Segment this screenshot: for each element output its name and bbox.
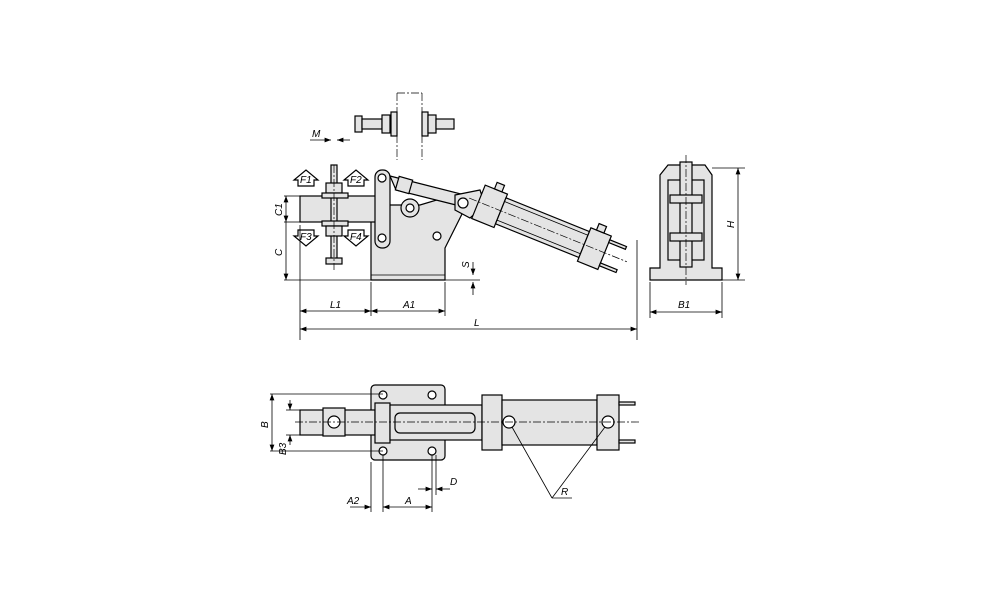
clamp-arm — [299, 195, 381, 223]
spindle-detail — [354, 92, 455, 160]
top-view: B B3 A2 A D R — [260, 384, 640, 512]
label-f2: F2 — [350, 175, 362, 186]
label-l: L — [474, 318, 480, 329]
label-l1: L1 — [330, 300, 341, 311]
label-b3: B3 — [278, 442, 289, 455]
label-b: B — [260, 421, 271, 428]
label-m: M — [312, 129, 321, 140]
label-a: A — [404, 496, 412, 507]
label-c1: C1 — [274, 203, 285, 216]
label-a2: A2 — [346, 496, 360, 507]
label-b1: B1 — [678, 300, 690, 311]
side-view: F1 F2 F3 F4 C1 C M S L1 A1 L — [274, 92, 638, 340]
label-f3: F3 — [300, 232, 312, 243]
end-view: H B1 — [649, 155, 745, 318]
label-d: D — [450, 477, 457, 488]
label-c: C — [274, 248, 285, 256]
label-a1: A1 — [402, 300, 415, 311]
force-arrows: F1 F2 F3 F4 — [292, 169, 370, 247]
label-h: H — [726, 220, 737, 228]
label-s: S — [461, 261, 472, 268]
label-f1: F1 — [300, 175, 312, 186]
link-lever — [374, 169, 391, 249]
label-r: R — [561, 487, 568, 498]
pneumatic-cylinder — [469, 181, 628, 274]
label-f4: F4 — [350, 232, 362, 243]
